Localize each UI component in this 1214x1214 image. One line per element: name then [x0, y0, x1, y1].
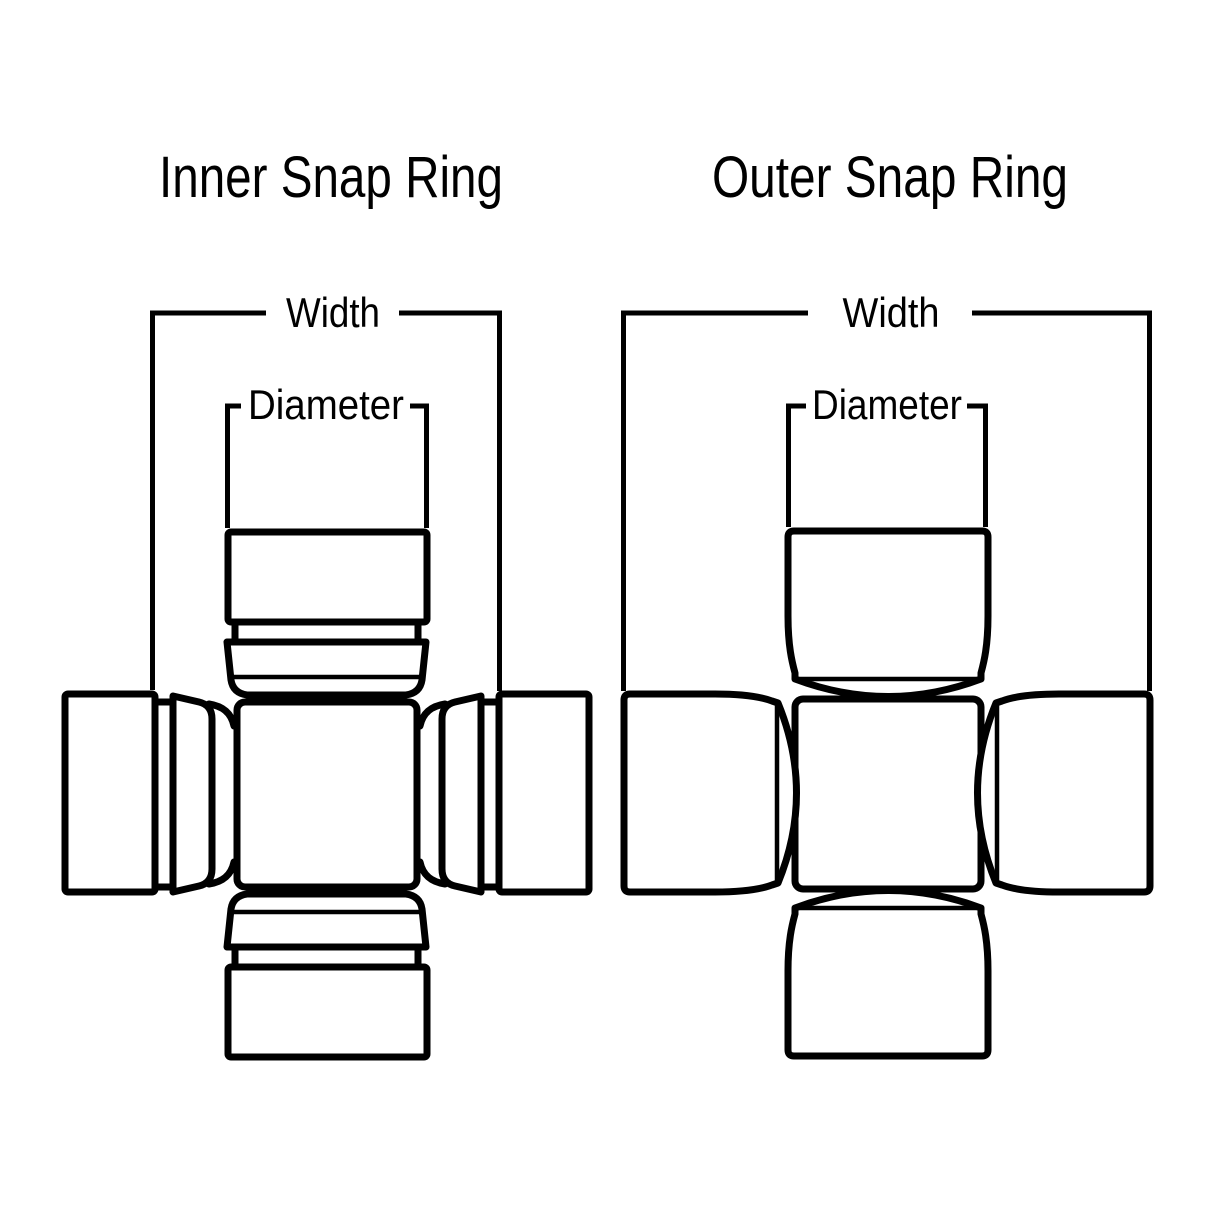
right-bearing-cap [974, 690, 1154, 896]
diameter-label: Diameter [812, 381, 962, 428]
right-bearing-seat [438, 692, 485, 896]
bottom-bearing-cap [224, 963, 431, 1061]
figure-title: Outer Snap Ring [712, 145, 1068, 210]
right-bottom-fillet [416, 858, 449, 888]
width-label: Width [843, 289, 940, 336]
u-joint-cross-outer [620, 527, 1154, 1060]
width-label: Width [286, 289, 380, 336]
center-block [233, 698, 421, 891]
diameter-bracket [225, 403, 429, 528]
diameter-label: Diameter [248, 381, 404, 428]
left-bearing-cap [61, 690, 159, 896]
left-top-fillet [205, 700, 238, 730]
top-bearing-cap [224, 528, 431, 626]
width-bracket [150, 310, 502, 691]
left-bearing-cap [620, 690, 800, 896]
bottom-bearing-seat [223, 890, 430, 951]
diameter-bracket [786, 403, 988, 527]
right-top-fillet [416, 700, 449, 730]
right-bearing-cap [495, 690, 593, 896]
u-joint-cross-inner [61, 528, 593, 1061]
top-bearing-cap [784, 527, 992, 700]
left-bottom-fillet [205, 858, 238, 888]
left-bearing-seat [169, 692, 216, 896]
inner-snap-ring-figure: Inner Snap Ring Width Diameter [61, 145, 593, 1061]
width-bracket [621, 310, 1152, 691]
top-bearing-seat [223, 638, 430, 699]
center-block [791, 695, 985, 893]
outer-snap-ring-figure: Outer Snap Ring Width Diameter [620, 145, 1154, 1060]
bottom-bearing-cap [784, 887, 992, 1060]
figure-title: Inner Snap Ring [159, 145, 503, 210]
